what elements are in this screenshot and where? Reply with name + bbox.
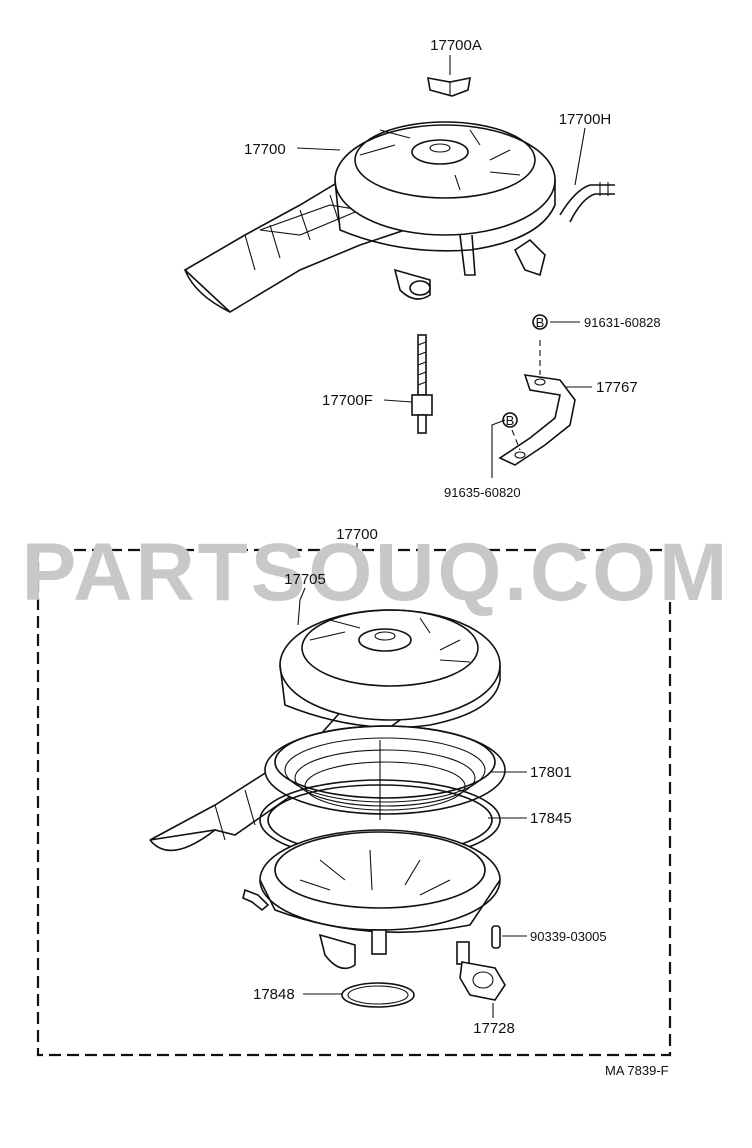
watermark-text: PARTSOUQ.COM bbox=[22, 527, 731, 618]
callout-17728[interactable]: 17728 bbox=[473, 1020, 515, 1037]
callout-17700h[interactable]: 17700H bbox=[559, 111, 612, 128]
sensor-17728-part bbox=[456, 941, 506, 1001]
callout-17700-assembly[interactable]: 17700 bbox=[336, 526, 378, 543]
bolt-marker-b-2: B bbox=[502, 412, 518, 428]
drawing-code: MA 7839-F bbox=[605, 1063, 669, 1078]
callout-17801[interactable]: 17801 bbox=[530, 764, 572, 781]
marker-b1-text: B bbox=[536, 315, 545, 330]
callout-17845[interactable]: 17845 bbox=[530, 810, 572, 827]
top-leader-lines bbox=[296, 55, 592, 478]
air-cleaner-assembly-top bbox=[183, 121, 556, 313]
callout-17700f[interactable]: 17700F bbox=[322, 392, 373, 409]
assembly-leader-lines bbox=[297, 587, 527, 1018]
assembly-labels: 17705 17801 17845 90339-03005 17848 1772… bbox=[253, 571, 607, 1037]
case-part bbox=[242, 829, 501, 970]
filter-element-17801-part bbox=[264, 725, 506, 820]
pin-90339-part bbox=[491, 925, 501, 949]
wing-nut-part bbox=[427, 76, 471, 97]
stud-bolt-part bbox=[411, 334, 433, 434]
top-labels: 17700A 17700H 17700 91631-60828 17767 17… bbox=[244, 37, 661, 500]
callout-17700-top[interactable]: 17700 bbox=[244, 141, 286, 158]
callout-17767[interactable]: 17767 bbox=[596, 379, 638, 396]
callout-17705[interactable]: 17705 bbox=[284, 571, 326, 588]
bracket-part bbox=[498, 340, 576, 466]
bolt-marker-b-1: B bbox=[532, 314, 548, 330]
callout-91635-60820[interactable]: 91635-60820 bbox=[444, 485, 521, 500]
ring-17848-part bbox=[341, 982, 415, 1008]
callout-91631-60828[interactable]: 91631-60828 bbox=[584, 315, 661, 330]
marker-b2-text: B bbox=[506, 413, 515, 428]
callout-90339-03005[interactable]: 90339-03005 bbox=[530, 929, 607, 944]
callout-17848[interactable]: 17848 bbox=[253, 986, 295, 1003]
assembly-boundary-box bbox=[36, 548, 672, 1057]
hose-part bbox=[559, 182, 615, 223]
lid-17705-part bbox=[149, 609, 501, 852]
callout-17700a[interactable]: 17700A bbox=[430, 37, 482, 54]
